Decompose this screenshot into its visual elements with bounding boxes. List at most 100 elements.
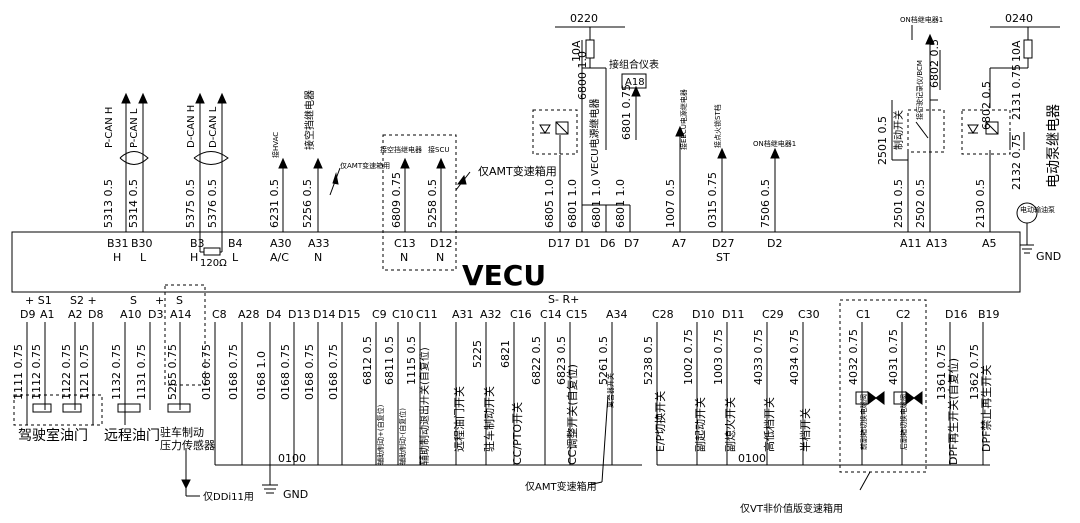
p-can-h-wire: 5313 0.5 P-CAN H B31 H — [102, 92, 131, 264]
relay-coil-icon-right — [985, 121, 999, 135]
svg-text:C16: C16 — [510, 308, 532, 321]
c13-wire: 6809 0.75 接空挡继电器 C13 N — [380, 145, 422, 264]
svg-text:6822 0.5: 6822 0.5 — [530, 336, 543, 385]
svg-text:电动泵继电器: 电动泵继电器 — [1046, 104, 1062, 188]
ignition-st-wire: 0315 0.75 接点火锁ST档 D27 ST — [706, 104, 734, 264]
svg-text:6801 1.0: 6801 1.0 — [614, 179, 627, 228]
amt-note-top: 仅AMT变速箱用 — [478, 164, 557, 178]
svg-text:接空挡继电器: 接空挡继电器 — [303, 90, 316, 150]
ddi11-note: 仅DDi11用 — [203, 491, 254, 503]
svg-text:5258 0.5: 5258 0.5 — [426, 179, 439, 228]
p-can-twist-icon — [119, 151, 149, 165]
svg-text:E/P切换开关: E/P切换开关 — [653, 391, 667, 452]
on-relay-wire: 7506 0.5 ON档继电器1 D2 — [753, 139, 796, 250]
svg-text:6805 1.0: 6805 1.0 — [543, 179, 556, 228]
svg-text:B19: B19 — [978, 308, 1000, 321]
svg-text:L: L — [232, 251, 239, 264]
fuse-right-icon — [1023, 39, 1033, 59]
svg-text:前副箱切换电磁阀: 前副箱切换电磁阀 — [859, 394, 868, 450]
svg-text:10A: 10A — [570, 40, 583, 62]
svg-text:远程油门开关: 远程油门开关 — [452, 386, 466, 452]
svg-text:接EECU电源继电器: 接EECU电源继电器 — [679, 89, 688, 150]
svg-text:D15: D15 — [338, 308, 360, 321]
driver-pedal-1-icon — [32, 403, 52, 413]
svg-text:D3: D3 — [148, 308, 163, 321]
brake-switch-group: 2501 0.5 A11 2502 0.5 A13 2501 0.5 制动开关 … — [876, 15, 948, 250]
svg-text:2501 0.5: 2501 0.5 — [876, 116, 889, 165]
svg-text:4032 0.75: 4032 0.75 — [847, 329, 860, 385]
svg-text:D1: D1 — [575, 237, 590, 250]
vt-valve-box — [839, 299, 927, 473]
svg-text:S: S — [176, 294, 183, 307]
svg-text:6809 0.75: 6809 0.75 — [390, 172, 403, 228]
svg-text:+: + — [155, 294, 164, 307]
svg-text:+ S1: + S1 — [25, 294, 52, 307]
svg-text:D7: D7 — [624, 237, 639, 250]
vecu-relay-box — [532, 109, 578, 155]
svg-text:D2: D2 — [767, 237, 782, 250]
svg-text:6821: 6821 — [499, 340, 512, 368]
svg-text:6823 0.5: 6823 0.5 — [555, 336, 568, 385]
svg-text:C1: C1 — [856, 308, 871, 321]
svg-text:CC调整开关(自复位): CC调整开关(自复位) — [565, 364, 579, 465]
bottom-wires — [26, 322, 990, 494]
svg-text:5265 0.75: 5265 0.75 — [166, 344, 179, 400]
svg-text:6800 1.0: 6800 1.0 — [576, 51, 589, 100]
amt-group-box — [382, 134, 457, 271]
svg-text:A32: A32 — [480, 308, 502, 321]
d-can-h-wire: 5375 0.5 D-CAN H B3 H — [184, 92, 205, 264]
svg-text:接组合仪表: 接组合仪表 — [609, 58, 659, 71]
svg-text:副熄火开关: 副熄火开关 — [723, 397, 737, 452]
svg-text:2502 0.5: 2502 0.5 — [914, 179, 927, 228]
svg-text:B30: B30 — [131, 237, 153, 250]
svg-text:C28: C28 — [652, 308, 674, 321]
svg-text:6231 0.5: 6231 0.5 — [268, 179, 281, 228]
svg-text:0315 0.75: 0315 0.75 — [706, 172, 719, 228]
svg-text:VECU电源继电器: VECU电源继电器 — [588, 99, 601, 176]
svg-text:接HVAC: 接HVAC — [271, 132, 280, 158]
svg-text:0100: 0100 — [278, 452, 306, 465]
driver-pedal-box — [13, 394, 103, 426]
svg-text:L: L — [140, 251, 147, 264]
svg-text:6801 0.75: 6801 0.75 — [620, 84, 633, 140]
d12-wire: 5258 0.5 接SCU D12 N — [426, 145, 452, 264]
svg-text:P-CAN H: P-CAN H — [104, 107, 115, 148]
diode-icon — [539, 124, 551, 134]
svg-text:辅助制动退出开关(自复位): 辅助制动退出开关(自复位) — [418, 347, 431, 465]
svg-text:A/C: A/C — [270, 251, 289, 264]
hvac-wire: 6231 0.5 接HVAC A30 A/C — [268, 132, 292, 264]
diode-icon-right — [967, 124, 979, 134]
svg-text:A7: A7 — [672, 237, 687, 250]
svg-text:C10: C10 — [392, 308, 414, 321]
svg-text:5375 0.5: 5375 0.5 — [184, 179, 197, 228]
gnd-bottom-label: GND — [283, 488, 308, 501]
svg-text:C8: C8 — [212, 308, 227, 321]
svg-text:制动开关: 制动开关 — [892, 110, 905, 150]
svg-text:后副箱切换电磁阀: 后副箱切换电磁阀 — [899, 394, 908, 450]
svg-text:0100: 0100 — [738, 452, 766, 465]
svg-text:半档开关: 半档开关 — [798, 408, 812, 452]
svg-text:4031 0.75: 4031 0.75 — [887, 329, 900, 385]
svg-text:1362 0.75: 1362 0.75 — [968, 344, 981, 400]
svg-text:1121 0.75: 1121 0.75 — [78, 344, 91, 400]
gnd-top-label: GND — [1036, 250, 1061, 263]
svg-text:6812 0.5: 6812 0.5 — [361, 336, 374, 385]
svg-text:D-CAN H: D-CAN H — [186, 105, 197, 148]
svg-text:1112 0.75: 1112 0.75 — [30, 344, 43, 400]
svg-text:0168 0.75: 0168 0.75 — [327, 344, 340, 400]
svg-text:5376 0.5: 5376 0.5 — [206, 179, 219, 228]
svg-text:D14: D14 — [313, 308, 335, 321]
svg-text:S2 +: S2 + — [70, 294, 97, 307]
svg-text:1361 0.75: 1361 0.75 — [935, 344, 948, 400]
eecu-wire: 1007 0.5 接EECU电源继电器 A7 — [664, 89, 688, 250]
svg-text:1007 0.5: 1007 0.5 — [664, 179, 677, 228]
svg-text:B31: B31 — [107, 237, 129, 250]
resistor-icon — [203, 247, 221, 256]
svg-text:A14: A14 — [170, 308, 192, 321]
svg-text:B3: B3 — [190, 237, 205, 250]
svg-text:辅助制动-(自复位): 辅助制动-(自复位) — [398, 408, 407, 465]
svg-text:D13: D13 — [288, 308, 310, 321]
parking-sensor-label-2: 压力传感器 — [160, 439, 215, 452]
svg-text:副起动开关: 副起动开关 — [693, 397, 707, 452]
